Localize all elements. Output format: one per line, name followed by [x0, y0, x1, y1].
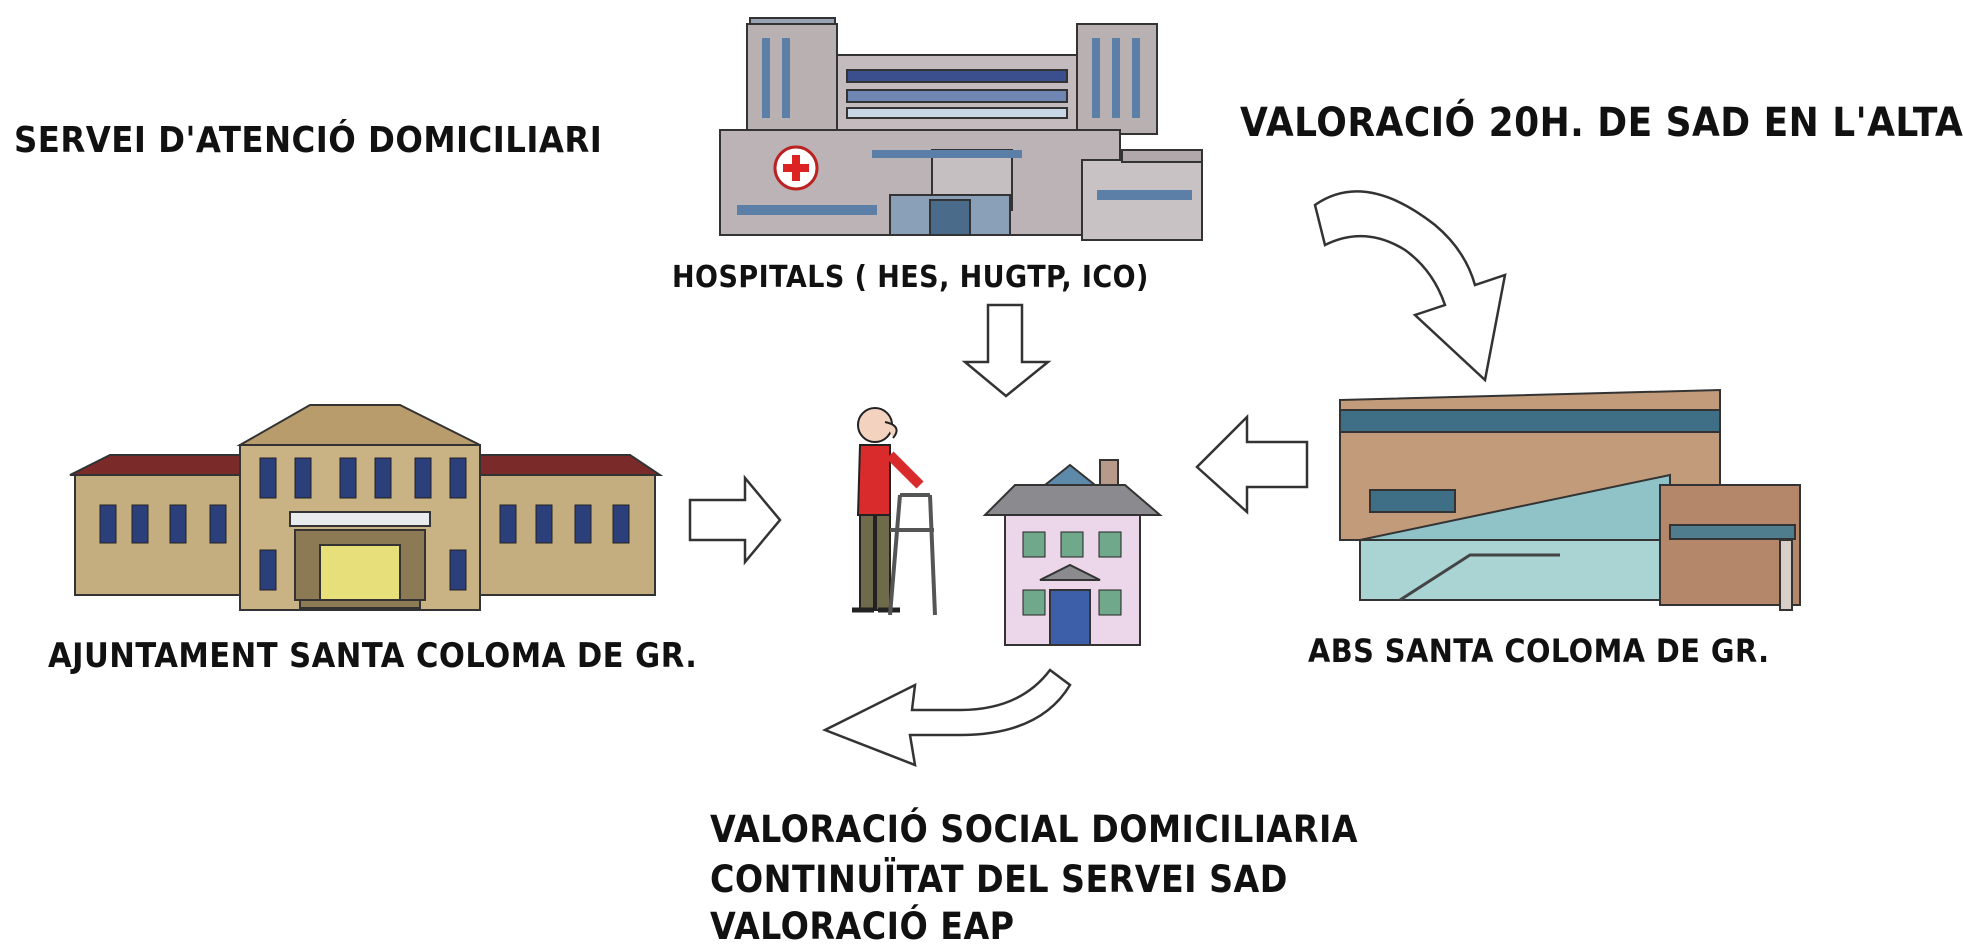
- curved-arrow-to-abs: [1313, 190, 1507, 383]
- bottom-note-3: VALORACIÓ EAP: [710, 905, 1015, 948]
- arrow-left-to-center: [1195, 413, 1309, 515]
- abs-label: ABS SANTA COLOMA DE GR.: [1308, 632, 1770, 670]
- arrow-down-from-hospital: [961, 303, 1052, 398]
- house-icon: [982, 459, 1163, 646]
- elderly-person-icon: [852, 407, 937, 616]
- arrow-right-to-center: [688, 474, 782, 566]
- bottom-note-1: VALORACIÓ SOCIAL DOMICILIARIA: [710, 808, 1359, 851]
- diagram-canvas: SERVEI D'ATENCIÓ DOMICILIARI VALORACIÓ 2…: [14, 17, 1963, 948]
- ajuntament-label: AJUNTAMENT SANTA COLOMA DE GR.: [48, 636, 698, 676]
- diagram-title: SERVEI D'ATENCIÓ DOMICILIARI: [14, 120, 603, 161]
- bottom-note-2: CONTINUÏTAT DEL SERVEI SAD: [710, 858, 1288, 901]
- hospital-building-icon: [719, 17, 1203, 241]
- top-right-note: VALORACIÓ 20H. DE SAD EN L'ALTA: [1240, 100, 1963, 146]
- curved-arrow-bottom: [821, 668, 1072, 767]
- town-hall-icon: [69, 404, 664, 611]
- health-center-icon: [1339, 388, 1801, 611]
- hospitals-label: HOSPITALS ( HES, HUGTP, ICO): [672, 260, 1149, 295]
